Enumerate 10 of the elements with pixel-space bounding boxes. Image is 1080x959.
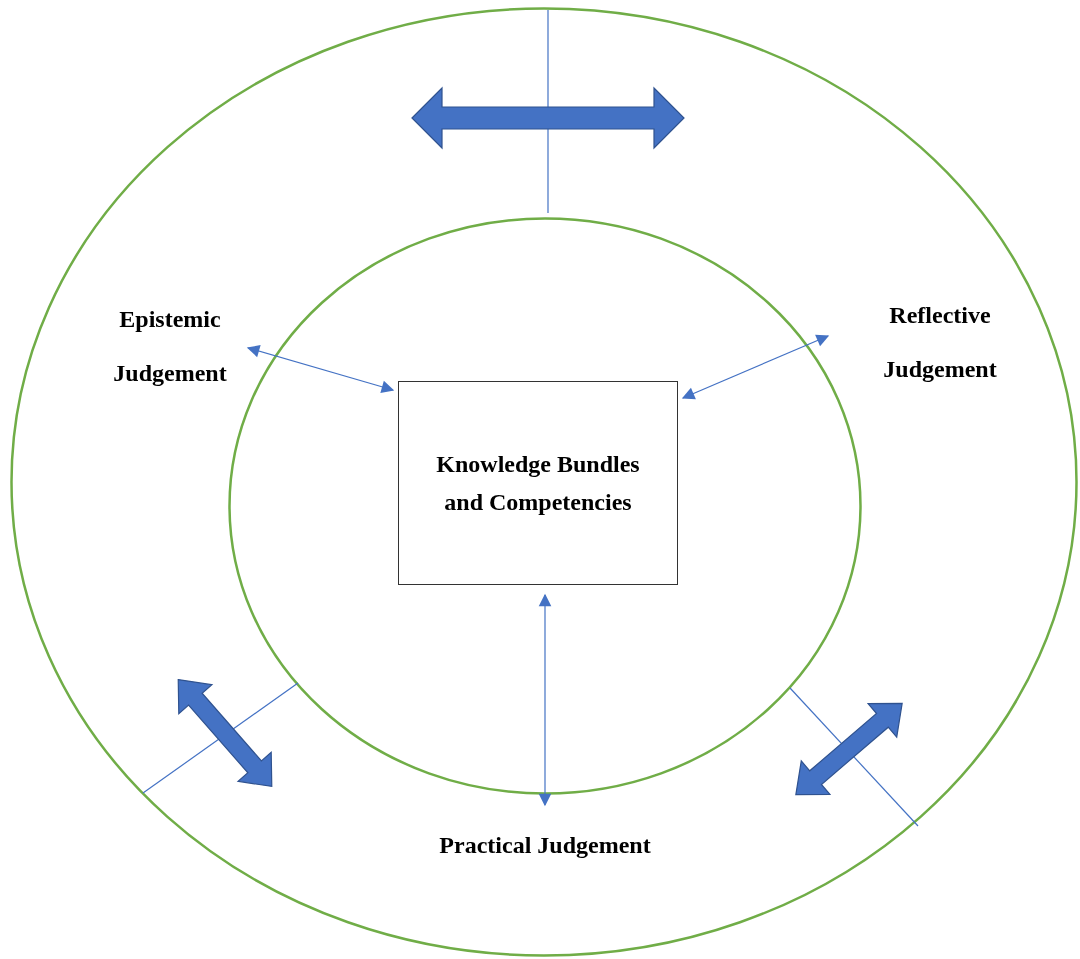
box-label: Knowledge Bundles and Competencies xyxy=(435,450,641,517)
center-box xyxy=(398,381,678,585)
inner-circle xyxy=(228,217,862,795)
double-arrow xyxy=(681,334,830,400)
double-arrow xyxy=(538,593,552,807)
judgement-label: Practical Judgement xyxy=(400,818,690,860)
double-arrow xyxy=(246,345,395,393)
judgement-label: Reflective Judgement xyxy=(870,288,1010,396)
judgement-label: Epistemic Judgement xyxy=(100,292,240,400)
outer-circle xyxy=(10,7,1078,957)
